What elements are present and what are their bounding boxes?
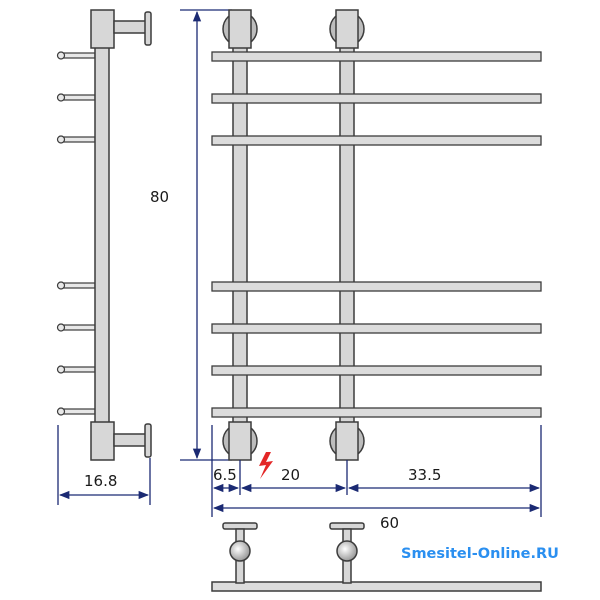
side-peg [61,136,96,143]
side-peg-tip [56,365,66,374]
side-vertical-bar [94,19,110,449]
side-bottom-wall-plate [144,423,152,458]
front-right-vertical [339,29,355,446]
total-width-label: 60 [380,514,400,532]
top-view [211,522,542,592]
mount-collar [335,421,359,461]
mount-collar [228,9,252,49]
side-pegs [56,51,96,416]
height-dimension [180,9,232,461]
rail [211,93,542,104]
top-right-ball [336,540,358,562]
side-peg [61,52,96,59]
rail [211,407,542,418]
side-bottom-bracket [113,433,148,447]
side-peg-tip [56,51,66,60]
mount-spacing-label: 20 [281,466,301,484]
depth-dimension [57,425,151,505]
front-rails [211,51,542,418]
side-peg-tip [56,281,66,290]
brand-watermark: Smesitel-Online.RU [401,546,559,562]
front-mounts [222,9,365,461]
offset-left-label: 6.5 [213,466,237,484]
mount-collar [335,9,359,49]
side-peg-tip [56,93,66,102]
rail [211,51,542,62]
mount-collar [228,421,252,461]
depth-label: 16.8 [84,472,118,490]
top-rail [211,581,542,592]
top-left-ball [229,540,251,562]
side-top-bracket [113,20,148,34]
side-peg [61,408,96,415]
top-right-wall-plate [329,522,365,530]
side-peg [61,94,96,101]
top-left-wall-plate [222,522,258,530]
rail [211,281,542,292]
rail [211,365,542,376]
side-peg-tip [56,407,66,416]
side-peg [61,324,96,331]
offset-right-label: 33.5 [408,466,442,484]
side-peg-tip [56,135,66,144]
side-top-wall-plate [144,11,152,46]
front-left-vertical [232,29,248,446]
height-label: 80 [150,188,170,206]
front-view [180,9,542,517]
side-top-mount-block [90,9,115,49]
side-view [56,9,152,505]
rail [211,135,542,146]
width-dimensions [211,425,542,517]
side-bottom-mount-block [90,421,115,461]
side-peg [61,366,96,373]
lightning-bolt-icon [259,452,273,479]
side-peg [61,282,96,289]
side-peg-tip [56,323,66,332]
rail [211,323,542,334]
